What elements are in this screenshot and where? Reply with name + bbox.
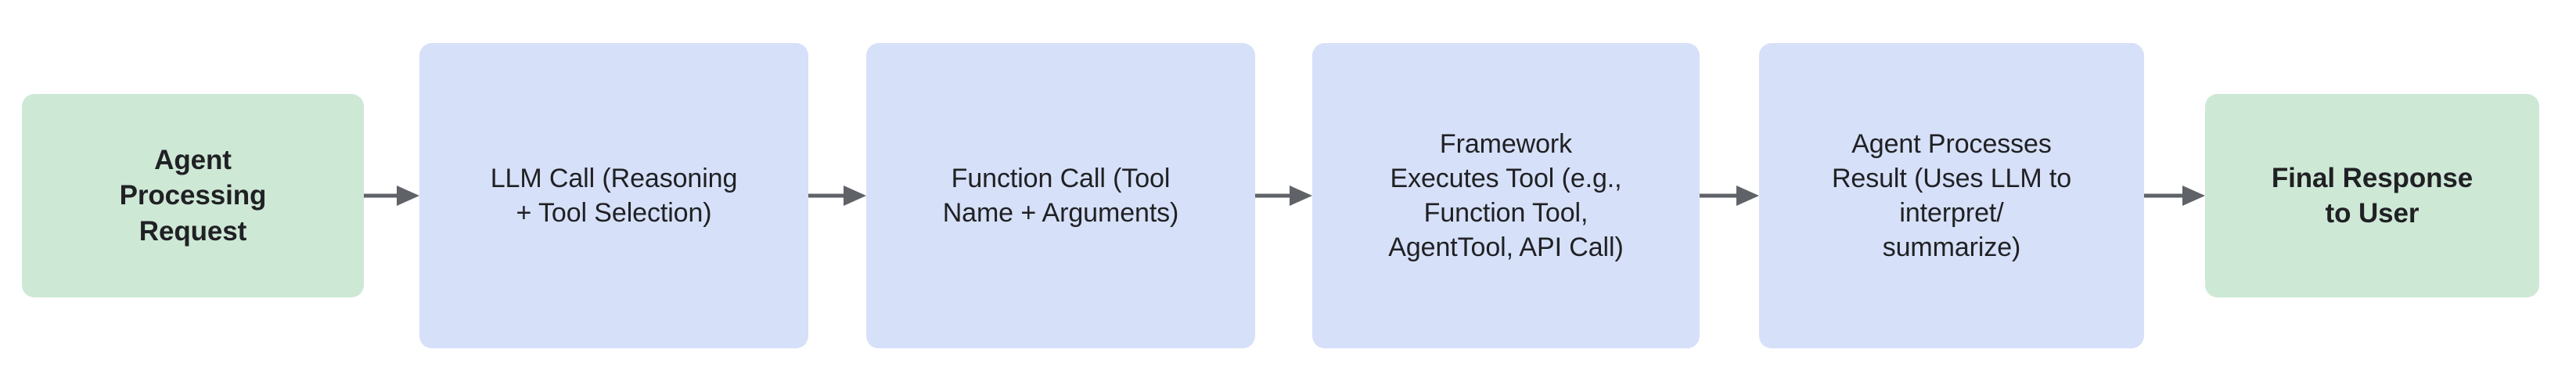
node-label: Agent Processes Result (Uses LLM to inte…: [1831, 128, 2072, 263]
node-final-response-to-user[interactable]: Final Response to User: [2205, 94, 2539, 297]
node-label: Final Response to User: [2271, 162, 2473, 229]
node-label: Function Call (Tool Name + Arguments): [942, 163, 1179, 228]
node-agent-processing-request[interactable]: Agent Processing Request: [22, 94, 364, 297]
arrow-right-icon-3: [1255, 182, 1312, 210]
node-label: Framework Executes Tool (e.g., Function …: [1388, 128, 1624, 263]
node-label: Agent Processing Request: [119, 144, 267, 247]
arrow-right-icon-4: [1700, 182, 1759, 210]
node-framework-executes-tool[interactable]: Framework Executes Tool (e.g., Function …: [1312, 43, 1700, 348]
node-llm-call[interactable]: LLM Call (Reasoning + Tool Selection): [419, 43, 808, 348]
node-label: LLM Call (Reasoning + Tool Selection): [490, 163, 738, 228]
node-agent-processes-result[interactable]: Agent Processes Result (Uses LLM to inte…: [1759, 43, 2144, 348]
arrow-right-icon-2: [808, 182, 866, 210]
node-function-call[interactable]: Function Call (Tool Name + Arguments): [866, 43, 1255, 348]
arrow-right-icon-5: [2144, 182, 2205, 210]
arrow-right-icon-1: [364, 182, 419, 210]
